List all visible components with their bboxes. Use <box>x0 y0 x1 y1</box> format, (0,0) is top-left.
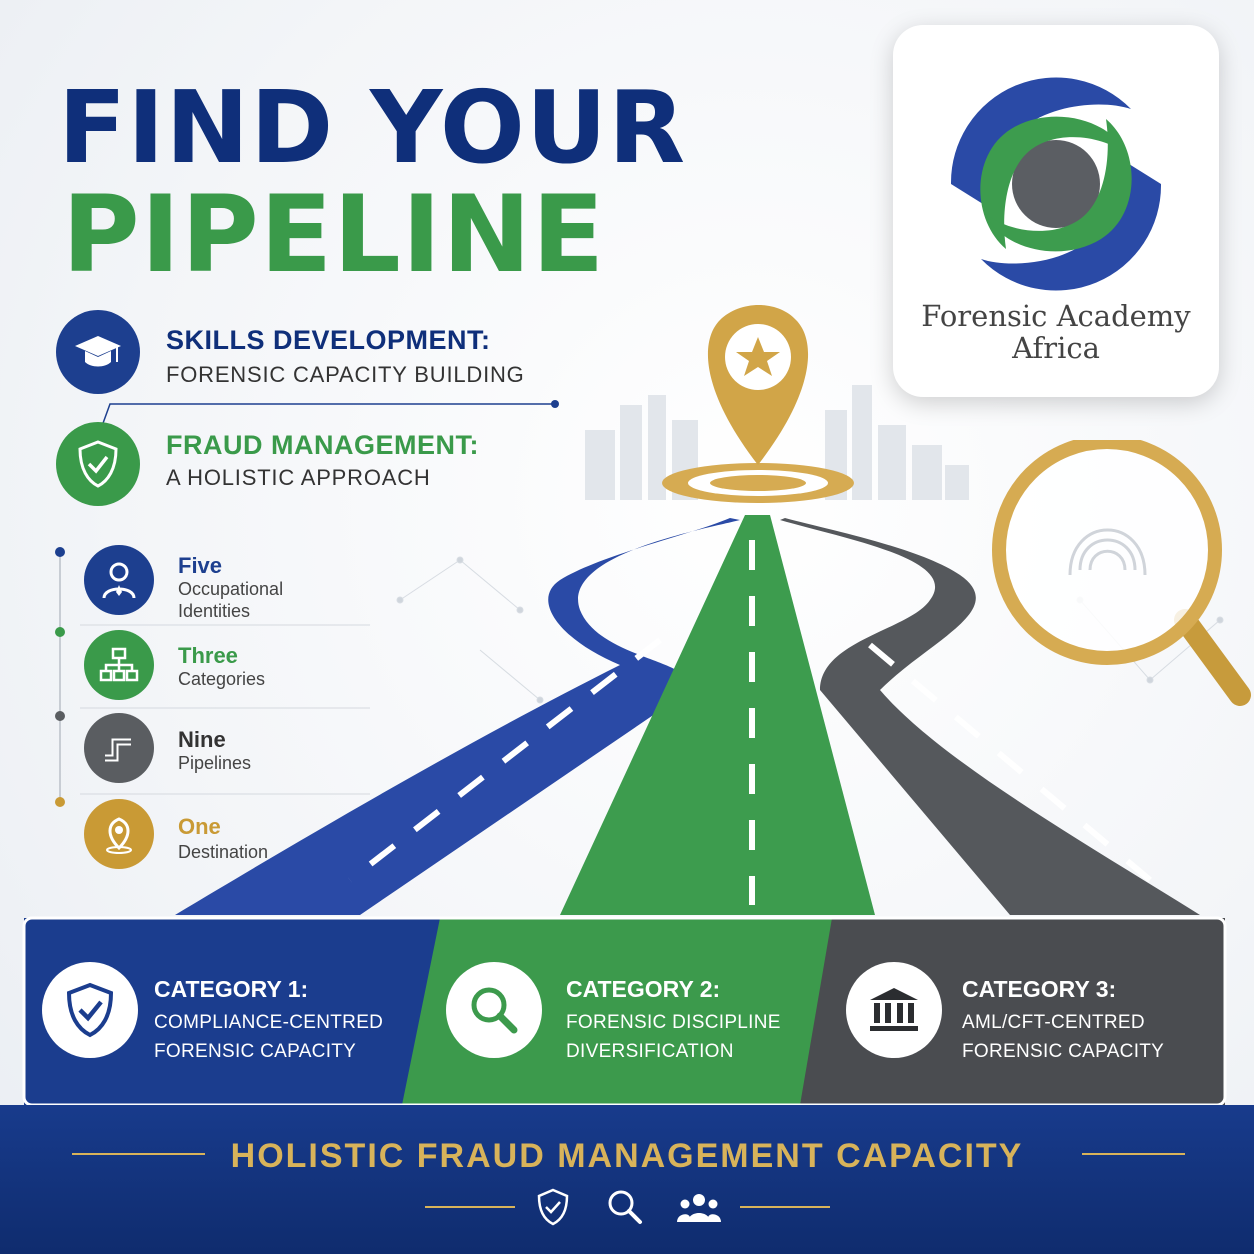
category-3-heading: CATEGORY 3: <box>962 976 1117 1002</box>
category-3-line2: FORENSIC CAPACITY <box>962 1041 1165 1062</box>
category-2-line1: FORENSIC DISCIPLINE <box>566 1012 781 1033</box>
page-title-line1: FIND YOUR <box>58 69 687 186</box>
logo-name-line2: Africa <box>1012 331 1100 365</box>
graduation-cap-icon <box>56 310 140 394</box>
pipe-icon <box>84 713 154 783</box>
location-pin-icon <box>84 799 154 869</box>
logo-icon <box>950 77 1162 291</box>
category-panel-2: CATEGORY 2: FORENSIC DISCIPLINE DIVERSIF… <box>430 918 830 1105</box>
stat-heading-nine: Nine <box>178 727 226 752</box>
category-1-line2: FORENSIC CAPACITY <box>154 1041 357 1062</box>
road-blue <box>175 518 740 915</box>
city-skyline <box>585 385 969 500</box>
bank-icon <box>846 962 942 1058</box>
stat-heading-three: Three <box>178 643 238 668</box>
footer-band <box>0 1105 1254 1254</box>
feature-sub-fraud: A HOLISTIC APPROACH <box>166 465 431 490</box>
stats-timeline <box>55 547 370 807</box>
people-icon <box>676 1190 722 1229</box>
stat-heading-five: Five <box>178 553 223 578</box>
category-1-heading: CATEGORY 1: <box>154 976 309 1002</box>
stat-heading-one: One <box>178 814 221 839</box>
category-panel-3: CATEGORY 3: AML/CFT-CENTRED FORENSIC CAP… <box>830 918 1225 1105</box>
page-title-line2: PIPELINE <box>62 173 606 296</box>
category-3-line1: AML/CFT-CENTRED <box>962 1012 1145 1033</box>
stat-sub-five-1: Occupational <box>178 579 284 599</box>
hierarchy-icon <box>84 630 154 700</box>
magnifying-glass-icon <box>992 440 1251 706</box>
stat-sub-five-2: Identities <box>178 601 251 621</box>
logo-card: Forensic Academy Africa <box>893 25 1219 397</box>
shield-check-icon <box>42 962 138 1058</box>
search-icon <box>606 1188 644 1231</box>
footer-title: HOLISTIC FRAUD MANAGEMENT CAPACITY <box>230 1137 1024 1175</box>
connector-line <box>101 400 559 427</box>
feature-sub-skills: FORENSIC CAPACITY BUILDING <box>166 362 525 387</box>
logo-name-line1: Forensic Academy <box>921 299 1191 333</box>
shield-check-icon <box>56 422 140 506</box>
target-marker <box>662 305 854 503</box>
stat-sub-one: Destination <box>178 842 269 862</box>
road-gray <box>780 518 1200 915</box>
stat-sub-nine: Pipelines <box>178 753 252 773</box>
feature-heading-skills: SKILLS DEVELOPMENT: <box>166 325 491 355</box>
stat-sub-three: Categories <box>178 669 266 689</box>
footer-rules <box>72 1153 1185 1208</box>
category-1-line1: COMPLIANCE-CENTRED <box>154 1012 384 1033</box>
feature-heading-fraud: FRAUD MANAGEMENT: <box>166 430 479 460</box>
magnifier-icon <box>446 962 542 1058</box>
category-panel-1: CATEGORY 1: COMPLIANCE-CENTRED FORENSIC … <box>24 918 444 1105</box>
shield-icon <box>536 1188 570 1231</box>
road-green <box>560 515 875 915</box>
category-2-heading: CATEGORY 2: <box>566 976 721 1002</box>
person-icon <box>84 545 154 615</box>
category-2-line2: DIVERSIFICATION <box>566 1041 734 1062</box>
